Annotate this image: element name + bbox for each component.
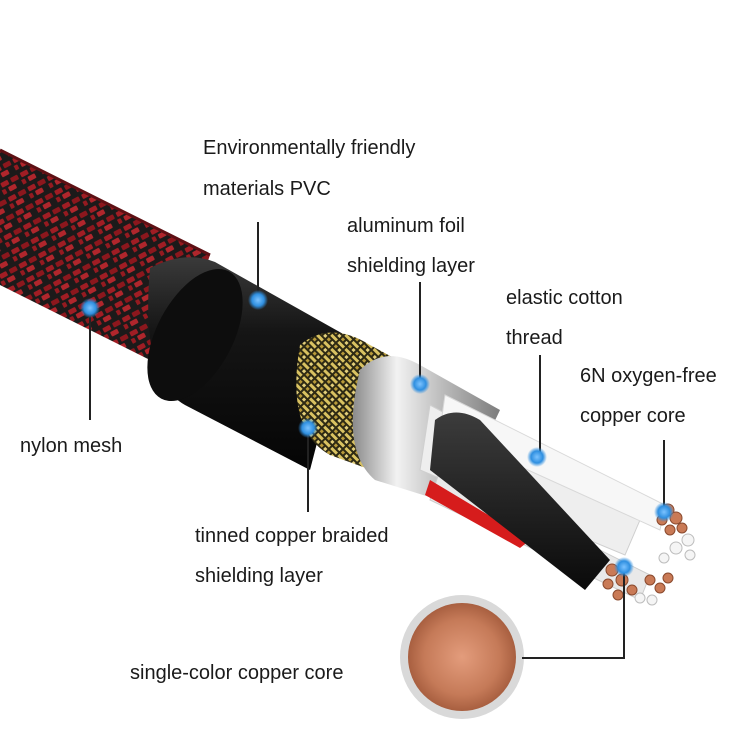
label-foil-line1: aluminum foil: [347, 215, 465, 237]
label-single-core: single-color copper core: [130, 662, 344, 684]
label-braid-line2: shielding layer: [195, 565, 323, 587]
label-cotton-line2: thread: [506, 327, 563, 349]
label-6n-line2: copper core: [580, 405, 686, 427]
label-cotton-line1: elastic cotton: [506, 287, 623, 309]
pvc-jacket-layer: [147, 257, 345, 470]
marker-dot-icon: [410, 374, 430, 394]
marker-dot-icon: [248, 290, 268, 310]
label-6n-line1: 6N oxygen-free: [580, 365, 717, 387]
label-braid-line1: tinned copper braided: [195, 525, 389, 547]
label-nylon: nylon mesh: [20, 435, 123, 457]
marker-dot-icon: [527, 447, 547, 467]
marker-dot-icon: [654, 502, 674, 522]
leader-lines: [89, 222, 665, 659]
label-pvc-line1: Environmentally friendly: [203, 137, 416, 159]
single-copper-core-disc: [400, 595, 524, 719]
marker-dots: [80, 290, 674, 577]
label-foil-line2: shielding layer: [347, 255, 475, 277]
leader-single: [522, 567, 625, 659]
marker-dot-icon: [298, 418, 318, 438]
label-pvc-line2: materials PVC: [203, 178, 331, 200]
marker-dot-icon: [614, 557, 634, 577]
marker-dot-icon: [80, 298, 100, 318]
